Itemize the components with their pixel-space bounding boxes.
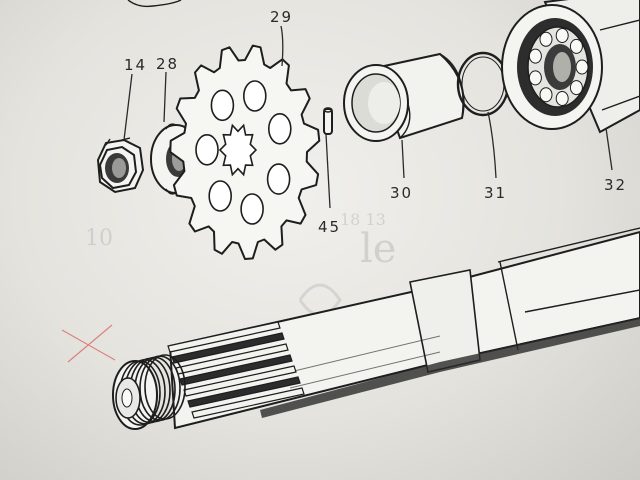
sprocket-hole — [208, 180, 232, 212]
spline-tooth — [171, 332, 285, 364]
partial-part-top-left — [127, 0, 182, 8]
sprocket-hole — [267, 113, 292, 145]
countershaft — [112, 227, 640, 430]
callout-31: 31 — [484, 184, 507, 202]
drive-sprocket — [169, 44, 321, 260]
callout-30: 30 — [390, 184, 413, 202]
callout-32: 32 — [604, 176, 627, 194]
svg-text:le: le — [360, 226, 396, 272]
callout-45: 45 — [318, 218, 341, 236]
red-pen-mark — [61, 324, 116, 363]
spline-tooth — [167, 321, 281, 353]
thread-ridge — [144, 354, 186, 420]
collar-bushing — [343, 52, 465, 142]
callout-29: 29 — [270, 8, 293, 26]
dowel-pin — [323, 107, 333, 135]
leader-lines — [123, 25, 613, 209]
svg-text:18 13: 18 13 — [340, 210, 386, 229]
bearing-ball — [528, 48, 542, 64]
bearing-ball — [528, 70, 542, 86]
sprocket-hole — [243, 80, 267, 112]
bearing-ball — [539, 87, 553, 103]
bearing-ball — [539, 31, 553, 47]
bearing-ball — [575, 59, 589, 75]
sprocket-hole — [266, 163, 291, 195]
callout-14: 14 — [124, 56, 147, 74]
sprocket-hole — [240, 193, 264, 225]
hex-nut — [96, 137, 145, 194]
shaft-splines — [167, 321, 305, 419]
spline-tooth — [179, 354, 293, 386]
sprocket-spline-bore — [218, 123, 258, 177]
ball-bearing — [501, 0, 640, 134]
bearing-ball — [569, 80, 583, 96]
snap-ring — [456, 51, 510, 117]
svg-text:10: 10 — [85, 226, 113, 251]
bearing-balls — [528, 28, 589, 106]
sprocket-hole — [210, 89, 235, 122]
callout-28: 28 — [156, 55, 179, 73]
spline-tooth — [187, 376, 301, 408]
bearing-ball — [555, 28, 569, 43]
spline-tooth — [191, 387, 305, 419]
bearing-ball — [569, 38, 583, 54]
sprocket-hole — [195, 134, 219, 166]
bearing-ball — [555, 91, 569, 106]
